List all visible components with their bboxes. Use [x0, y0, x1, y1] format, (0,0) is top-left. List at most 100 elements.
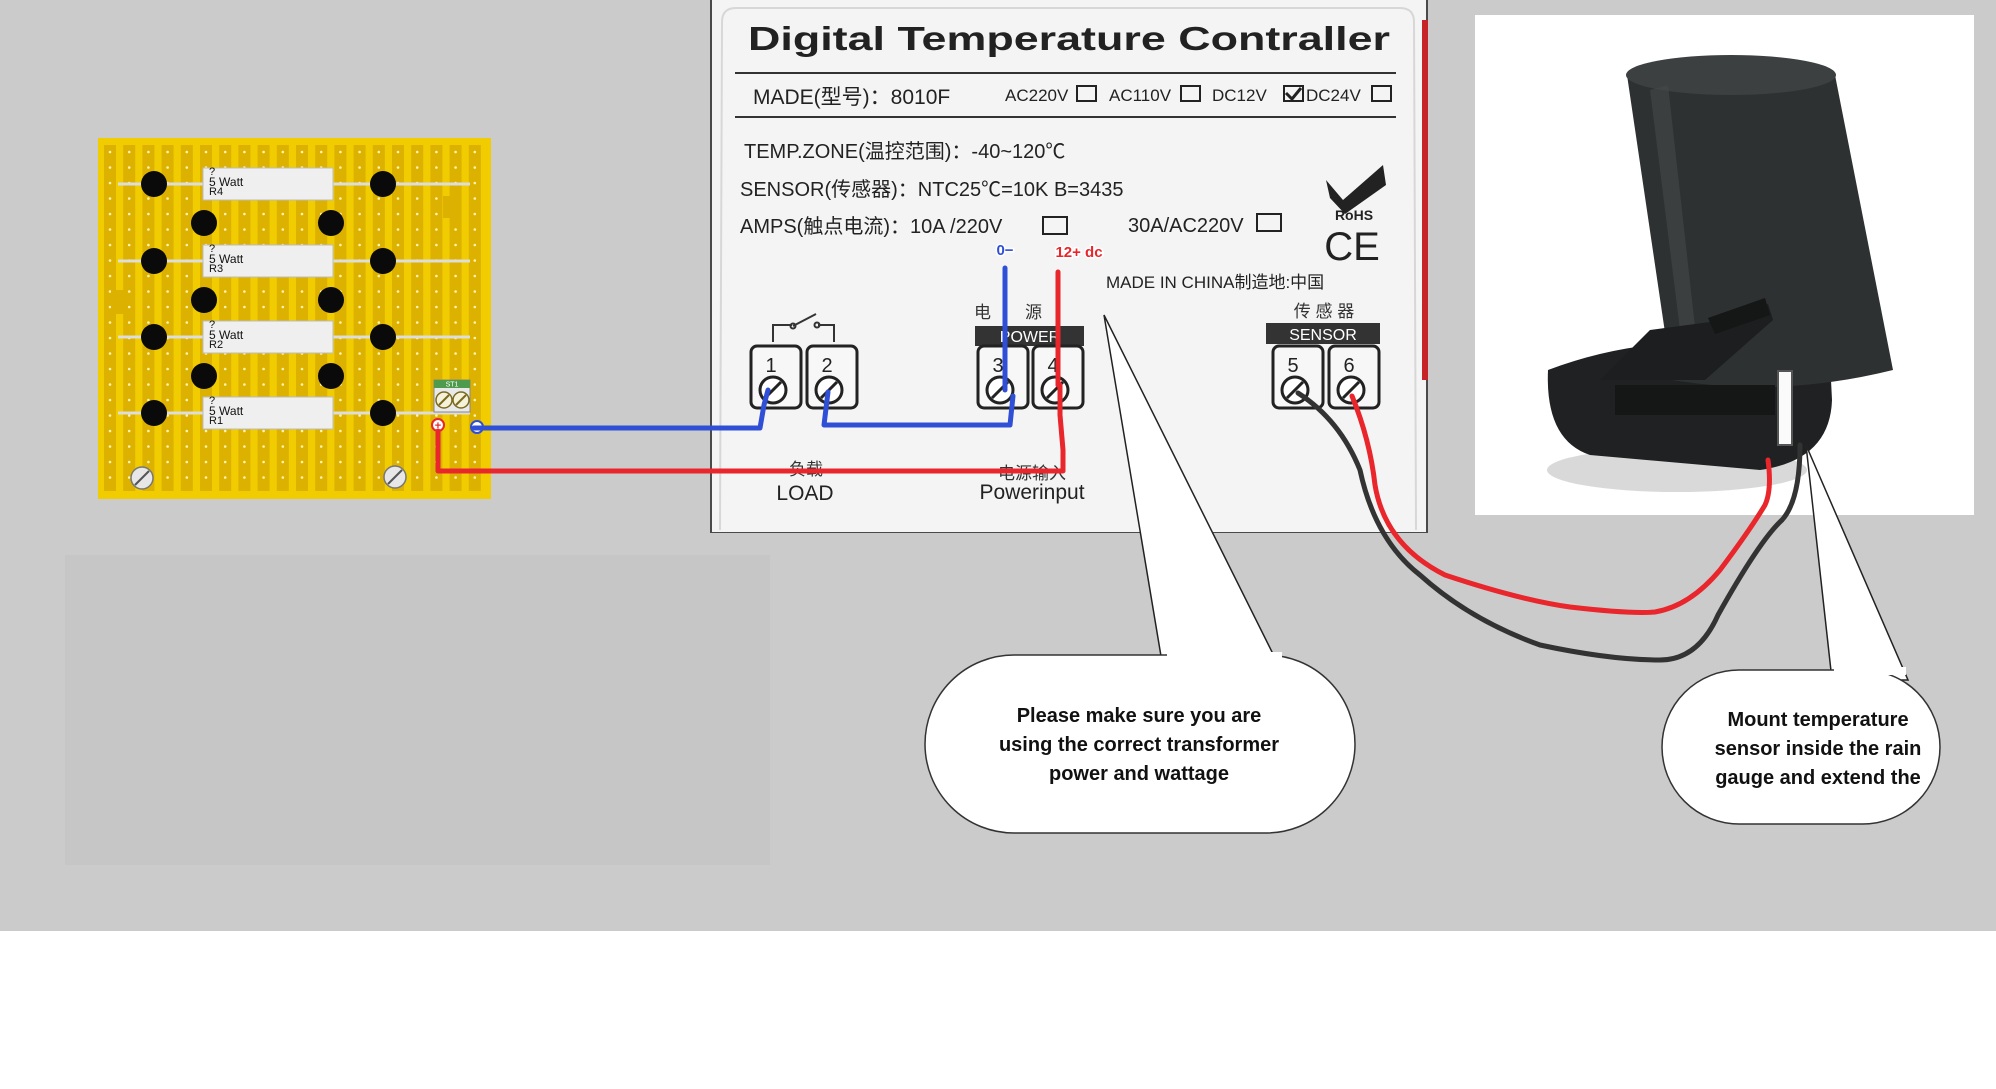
board-pad [191, 363, 217, 389]
board-hole [358, 429, 361, 433]
board-hole [473, 321, 477, 324]
board-hole [473, 259, 477, 262]
voltage-option-label: AC220V [1005, 86, 1069, 105]
board-hole [396, 166, 400, 169]
board-hole [108, 305, 112, 309]
board-hole [243, 429, 246, 433]
board-hole [358, 476, 361, 479]
voltage-option-dc24v: DC24V [1306, 85, 1392, 105]
board-hole [166, 460, 169, 464]
board-hole [166, 429, 169, 433]
board-hole [300, 290, 304, 293]
board-hole [166, 228, 169, 231]
board-hole [358, 352, 361, 355]
board-hole [377, 367, 381, 371]
board-hole [166, 321, 169, 324]
board-hole [415, 398, 419, 402]
board-hole [166, 243, 169, 247]
board-hole [415, 445, 419, 448]
board-hole [473, 274, 477, 278]
board-hole [223, 290, 227, 293]
panel-red-edge [1422, 20, 1428, 380]
board-hole [185, 460, 189, 464]
board-hole [454, 429, 457, 433]
resistor-value: ? [209, 395, 215, 407]
resistor-watt: 5 Watt [209, 175, 244, 189]
sensor-spec-text: SENSOR(传感器)：NTC25℃=10K B=3435 [740, 178, 1123, 201]
board-hole [243, 460, 246, 464]
board-hole [435, 367, 438, 371]
voltage-check-mark [1284, 87, 1303, 102]
board-hole [243, 367, 246, 371]
board-hole [262, 212, 265, 216]
board-hole [108, 476, 112, 479]
rohs-check-shape [1326, 165, 1386, 214]
resistor-pad-left [141, 248, 167, 274]
voltage-option-label: DC12V [1212, 86, 1267, 105]
terminal-number: 4 [1047, 355, 1058, 377]
relay-switch-symbol [772, 313, 835, 342]
board-hole [358, 290, 361, 293]
board-hole [127, 383, 131, 386]
board-hole [396, 398, 400, 402]
red-sensor-wire [1349, 393, 1772, 615]
board-hole [300, 460, 304, 464]
board-hole [166, 383, 169, 386]
panel-body [712, 0, 1426, 532]
board-hole [262, 367, 265, 371]
board-hole [377, 228, 381, 231]
board-hole [108, 414, 112, 417]
board-hole [415, 305, 419, 309]
board-hole [108, 445, 112, 448]
board-hole [127, 460, 131, 464]
board-hole [281, 212, 285, 216]
board-hole [358, 228, 361, 231]
board-hole [358, 367, 361, 371]
board-hole [415, 367, 419, 371]
board-hole [108, 150, 112, 154]
board-hole [147, 197, 150, 200]
board-hole [358, 166, 361, 169]
board-hole [147, 243, 150, 247]
board-hole [127, 212, 131, 216]
board-hole [185, 476, 189, 479]
board-pad [191, 210, 217, 236]
board-hole [358, 150, 361, 154]
callout-sensor-line-1: Mount temperature [1727, 709, 1908, 731]
board-hole [415, 166, 419, 169]
funnel-rim [1626, 55, 1836, 95]
board-hole [473, 181, 477, 185]
board-hole [243, 476, 246, 479]
board-hole [262, 383, 265, 386]
callout-sensor-line-2: sensor inside the rain [1715, 738, 1922, 760]
board-hole [127, 476, 131, 479]
board-hole [185, 414, 189, 417]
resistor-pad-left [141, 400, 167, 426]
board-hole [473, 228, 477, 231]
resistor-ref: R3 [209, 263, 223, 275]
board-hole [377, 476, 381, 479]
board-hole [223, 445, 227, 448]
voltage-option-label: AC110V [1109, 86, 1172, 105]
board-jumper [111, 290, 125, 314]
callout-sensor: Mount temperature sensor inside the rain… [1661, 444, 1941, 825]
callout-sensor-line-3: gauge and extend the [1715, 767, 1921, 789]
board-hole [223, 367, 227, 371]
board-strip [353, 145, 366, 491]
board-hole [454, 414, 457, 417]
board-hole [166, 212, 169, 216]
resistor-pad-right [370, 248, 396, 274]
voltage-option-ac220v: AC220V [1005, 85, 1097, 105]
amps-text: AMPS(触点电流)：10A /220V [740, 215, 1003, 238]
resistor-pad-right [370, 400, 396, 426]
board-hole [108, 336, 112, 340]
resistor-watt: 5 Watt [209, 252, 244, 266]
wires [435, 265, 1803, 663]
board-hole [127, 290, 131, 293]
panel-inner-edge [719, 7, 1417, 531]
board-hole [377, 321, 381, 324]
board-hole [204, 150, 208, 154]
board-hole [185, 367, 189, 371]
